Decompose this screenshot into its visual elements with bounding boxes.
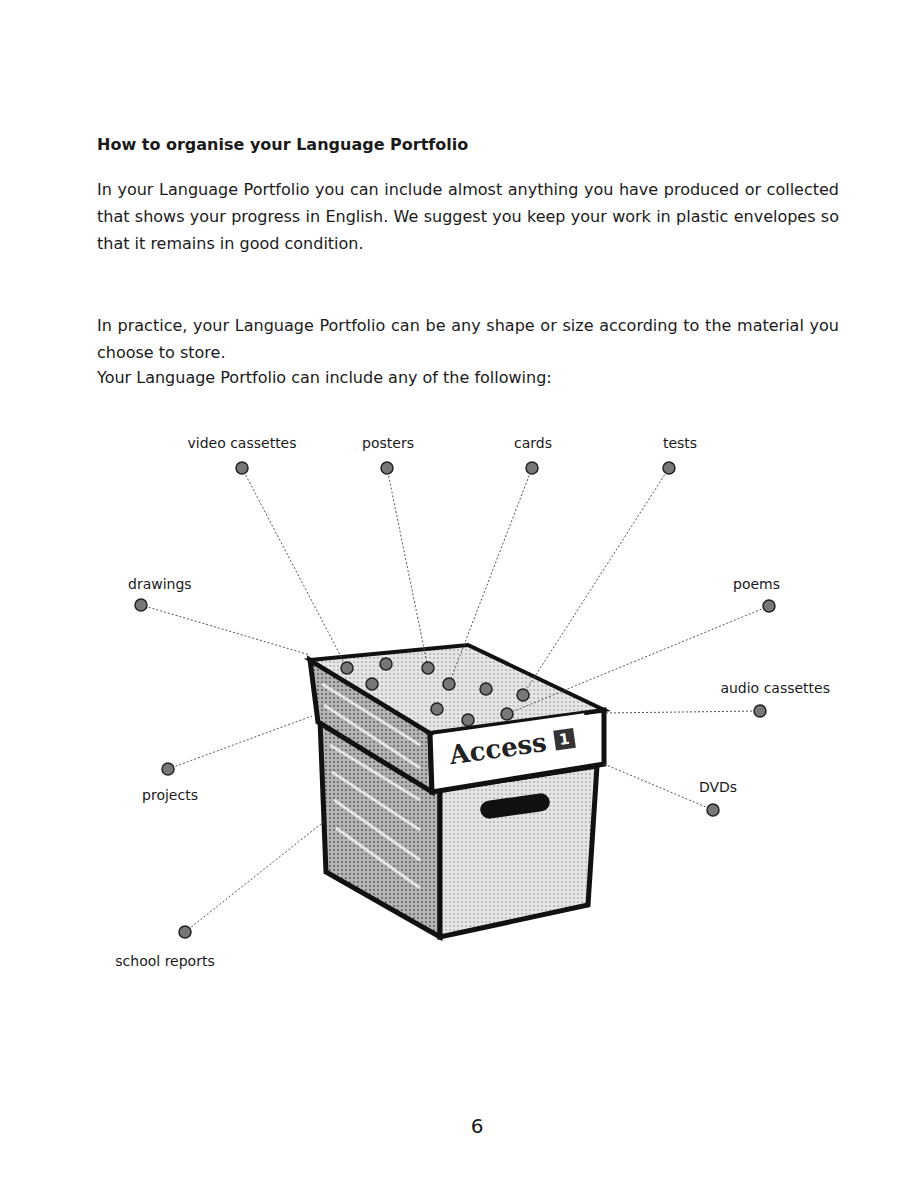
page-heading: How to organise your Language Portfolio [97,135,468,154]
item-label: school reports [85,952,245,970]
body-paragraph: In practice, your Language Portfolio can… [97,312,839,366]
item-label: DVDs [638,778,798,796]
brand-name: Access [447,727,548,770]
item-label: poems [630,575,780,593]
box-handle [479,792,551,820]
item-label: posters [308,434,468,452]
box-front [440,766,597,937]
item-label: projects [90,786,250,804]
item-label: tests [600,434,760,452]
item-label: cards [453,434,613,452]
page-number: 6 [417,1114,537,1139]
leader-lines [141,468,769,932]
item-label: audio cassettes [660,679,830,697]
item-label: video cassettes [162,434,322,452]
leader-dots [135,462,775,938]
level-badge: 1 [553,728,576,751]
body-paragraph: Your Language Portfolio can include any … [97,364,839,391]
body-paragraph: In your Language Portfolio you can inclu… [97,176,839,257]
item-label: drawings [128,575,288,593]
